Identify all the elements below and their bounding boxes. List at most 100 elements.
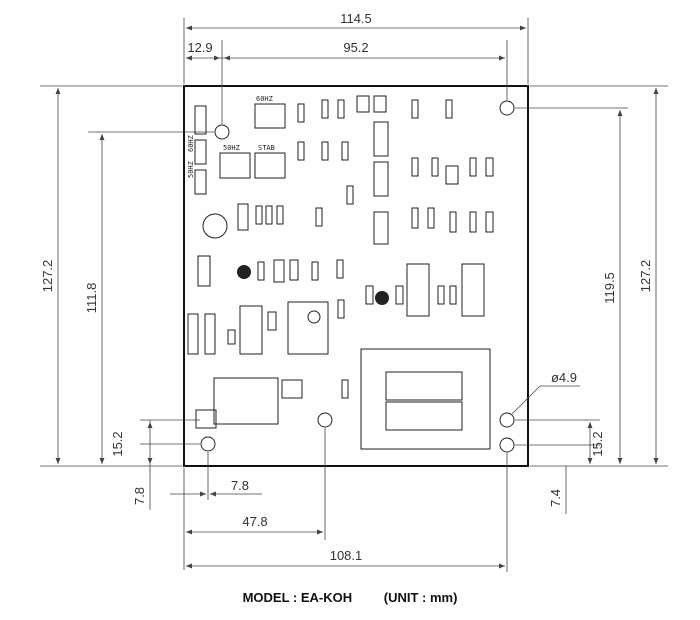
resistor (265, 205, 273, 225)
dim-overall-width: 114.5 (340, 11, 372, 26)
dim-bottom-left-7-8-vertical: 7.8 (132, 487, 147, 505)
resistor (311, 261, 319, 281)
mounting-hole (499, 437, 515, 453)
top-dimensions: 114.5 12.9 95.2 (183, 11, 529, 124)
mounting-holes (200, 100, 515, 453)
resistor (337, 299, 345, 319)
dim-bottom-hole-spacing: 108.1 (330, 548, 363, 563)
resistor (315, 207, 323, 227)
resistor (437, 285, 445, 305)
label-60hz-side: 60HZ (187, 135, 195, 152)
capacitor (445, 165, 459, 185)
diode-block (373, 95, 387, 113)
regulator-hole (307, 310, 321, 324)
relay (239, 305, 263, 355)
model-name: MODEL : EA-KOH (242, 590, 353, 605)
resistor (336, 259, 344, 279)
capacitor (197, 255, 211, 287)
dim-hole-mid-47-8: 47.8 (242, 514, 267, 529)
pcb-components (187, 95, 494, 450)
diode (365, 285, 374, 305)
resistor (445, 99, 453, 119)
model-caption: MODEL : EA-KOH (UNIT : mm) (0, 590, 700, 605)
resistor (427, 207, 435, 229)
transistor-icon (237, 265, 251, 279)
connector-header (213, 377, 279, 425)
jumper-block-stab (254, 152, 286, 179)
capacitor (273, 259, 285, 283)
right-dimensions: 127.2 119.5 15.2 7.4 ø4.9 (511, 85, 668, 514)
capacitor (204, 313, 216, 355)
resistor (267, 311, 277, 331)
dim-bottom-left-7-8-horizontal: 7.8 (231, 478, 249, 493)
resistor (346, 185, 354, 205)
resistor (431, 157, 439, 177)
label-50hz: 50HZ (223, 144, 240, 152)
resistor (341, 141, 349, 161)
jumper-header (194, 169, 207, 195)
silkscreen-labels: 60HZ 60HZ 50HZ 50HZ STAB (187, 95, 275, 178)
diode (227, 329, 236, 345)
connector-tab (281, 379, 303, 399)
resistor (297, 141, 305, 161)
label-50hz-side: 50HZ (187, 161, 195, 178)
resistor (341, 379, 349, 399)
resistor (411, 157, 419, 177)
resistor (255, 205, 263, 225)
capacitor (237, 203, 249, 231)
dim-bottom-right-7-4: 7.4 (548, 489, 563, 507)
resistor (297, 103, 305, 123)
dim-height-111: 111.8 (84, 283, 99, 314)
connector-tab (195, 409, 217, 429)
jumper-block-50hz (219, 152, 251, 179)
diode-block (356, 95, 370, 113)
transformer (360, 348, 491, 450)
resistor (469, 157, 477, 177)
mounting-hole (499, 412, 515, 428)
resistor (449, 211, 457, 233)
capacitor (187, 313, 199, 355)
jumper-block-60hz (254, 103, 286, 129)
mounting-hole (499, 100, 515, 116)
dim-bottom-left-15: 15.2 (110, 431, 125, 456)
resistor (449, 285, 457, 305)
dim-bottom-right-15: 15.2 (590, 431, 605, 456)
resistor (321, 141, 329, 161)
ic-chip (373, 161, 389, 197)
ic-chip (373, 121, 389, 157)
resistor (469, 211, 477, 233)
mounting-hole (317, 412, 333, 428)
relay (461, 263, 485, 317)
diode (395, 285, 404, 305)
dim-height-119: 119.5 (602, 272, 617, 304)
resistor (257, 261, 265, 281)
left-dimensions: 127.2 111.8 15.2 7.8 (40, 85, 214, 510)
resistor (411, 207, 419, 229)
bottom-dimensions: 7.8 47.8 108.1 (170, 428, 508, 572)
resistor (321, 99, 329, 119)
jumper-header (194, 105, 207, 135)
electrolytic-capacitor (202, 213, 228, 239)
label-60hz-top: 60HZ (256, 95, 273, 103)
unit-label: (UNIT : mm) (383, 590, 458, 605)
dim-hole-diameter: ø4.9 (551, 370, 577, 385)
relay (406, 263, 430, 317)
jumper-header (194, 139, 207, 165)
diode (485, 157, 494, 177)
diode (485, 211, 494, 233)
pcb-outline (183, 85, 529, 467)
resistor (411, 99, 419, 119)
resistor (337, 99, 345, 119)
mounting-hole (214, 124, 230, 140)
pcb-dimension-drawing: 114.5 12.9 95.2 127.2 111.8 15.2 7.8 127… (40, 11, 668, 572)
resistor (276, 205, 284, 225)
transistor-icon (375, 291, 389, 305)
ic-chip (373, 211, 389, 245)
label-stab: STAB (258, 144, 275, 152)
transformer-core (385, 401, 463, 431)
dim-overall-height-left: 127.2 (40, 260, 55, 293)
dim-left-offset: 12.9 (187, 40, 212, 55)
capacitor (289, 259, 299, 281)
voltage-regulator (287, 301, 329, 355)
